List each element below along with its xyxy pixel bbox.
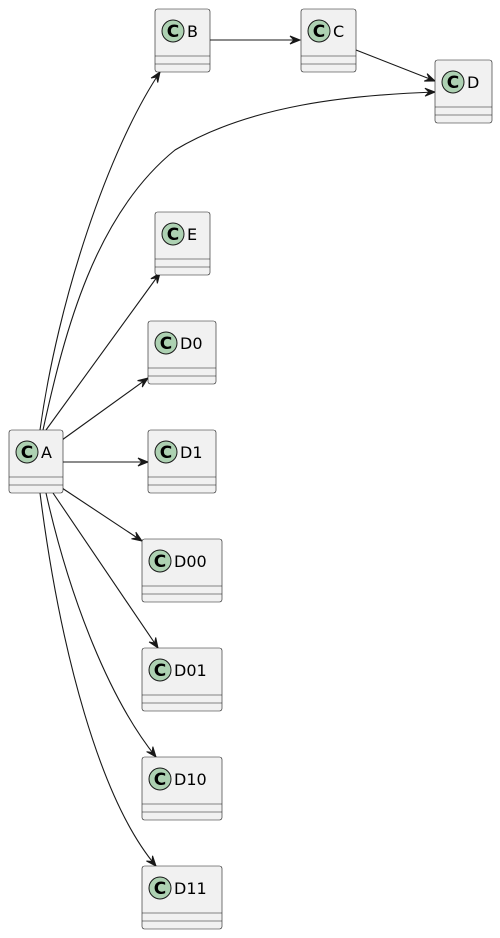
arrowhead-icon — [131, 531, 144, 542]
class-name: E — [187, 225, 197, 244]
relation-line — [355, 49, 436, 82]
class-name: D01 — [174, 661, 207, 680]
arrowhead-icon — [146, 855, 157, 868]
class-name: D11 — [174, 879, 207, 898]
arrowhead-icon — [289, 35, 302, 45]
class-box — [154, 8, 211, 73]
relation-a-to-d11 — [39, 492, 157, 868]
class-node-d0[interactable]: C D0 — [147, 320, 217, 385]
class-name: B — [187, 22, 198, 41]
class-spot-icon — [15, 440, 39, 464]
relation-b-to-c — [210, 35, 302, 45]
class-stereotype-letter: C — [447, 73, 459, 93]
relation-a-to-d01 — [52, 492, 159, 650]
arrowhead-icon — [137, 457, 150, 467]
class-box — [154, 211, 211, 276]
class-node-d00[interactable]: C D00 — [141, 538, 223, 603]
relation-line — [61, 487, 143, 542]
class-name: D1 — [180, 443, 203, 462]
class-spot-icon — [148, 658, 172, 682]
class-name: A — [41, 443, 52, 462]
class-spot-icon — [161, 222, 185, 246]
arrowhead-icon — [146, 746, 157, 759]
class-stereotype-letter: C — [154, 661, 166, 681]
relation-a-to-d — [42, 87, 437, 431]
relation-c-to-d — [355, 49, 437, 82]
class-node-d01[interactable]: C D01 — [141, 647, 223, 712]
class-stereotype-letter: C — [167, 22, 179, 42]
class-stereotype-letter: C — [21, 443, 33, 463]
class-box — [434, 59, 493, 124]
relation-line — [61, 377, 149, 441]
arrowhead-icon — [424, 87, 437, 97]
relation-a-to-d00 — [61, 487, 144, 542]
class-spot-icon — [148, 876, 172, 900]
relation-line — [39, 71, 161, 431]
relation-a-to-b — [39, 70, 161, 431]
class-node-d10[interactable]: C D10 — [141, 756, 223, 821]
class-spot-icon — [161, 19, 185, 43]
relation-line — [42, 91, 436, 431]
class-node-d11[interactable]: C D11 — [141, 865, 223, 930]
class-spot-icon — [148, 549, 172, 573]
class-spot-icon — [154, 440, 178, 464]
relation-line — [39, 492, 157, 867]
class-name: D — [467, 73, 479, 92]
class-spot-icon — [148, 767, 172, 791]
arrowhead-icon — [150, 70, 161, 83]
class-stereotype-letter: C — [154, 879, 166, 899]
class-box — [8, 429, 64, 494]
arrowhead-icon — [148, 637, 159, 650]
relation-a-to-d10 — [45, 492, 157, 759]
class-stereotype-letter: C — [154, 770, 166, 790]
class-stereotype-letter: C — [154, 552, 166, 572]
relation-line — [45, 272, 161, 431]
class-name: D0 — [180, 334, 203, 353]
class-name: C — [333, 22, 344, 41]
relation-line — [52, 492, 159, 649]
relations-layer — [39, 35, 437, 868]
arrowhead-icon — [150, 271, 161, 284]
relation-a-to-e — [45, 271, 161, 431]
class-stereotype-letter: C — [160, 334, 172, 354]
class-node-d1[interactable]: C D1 — [147, 429, 217, 494]
class-stereotype-letter: C — [313, 22, 325, 42]
class-spot-icon — [307, 19, 331, 43]
class-stereotype-letter: C — [167, 225, 179, 245]
class-spot-icon — [154, 331, 178, 355]
arrowhead-icon — [424, 73, 437, 82]
class-stereotype-letter: C — [160, 443, 172, 463]
class-name: D00 — [174, 552, 207, 571]
class-spot-icon — [441, 70, 465, 94]
class-name: D10 — [174, 770, 207, 789]
relation-a-to-d1 — [63, 457, 150, 467]
class-box — [300, 8, 357, 73]
relation-line — [45, 492, 157, 758]
arrowhead-icon — [137, 377, 150, 388]
relation-a-to-d0 — [61, 377, 150, 441]
